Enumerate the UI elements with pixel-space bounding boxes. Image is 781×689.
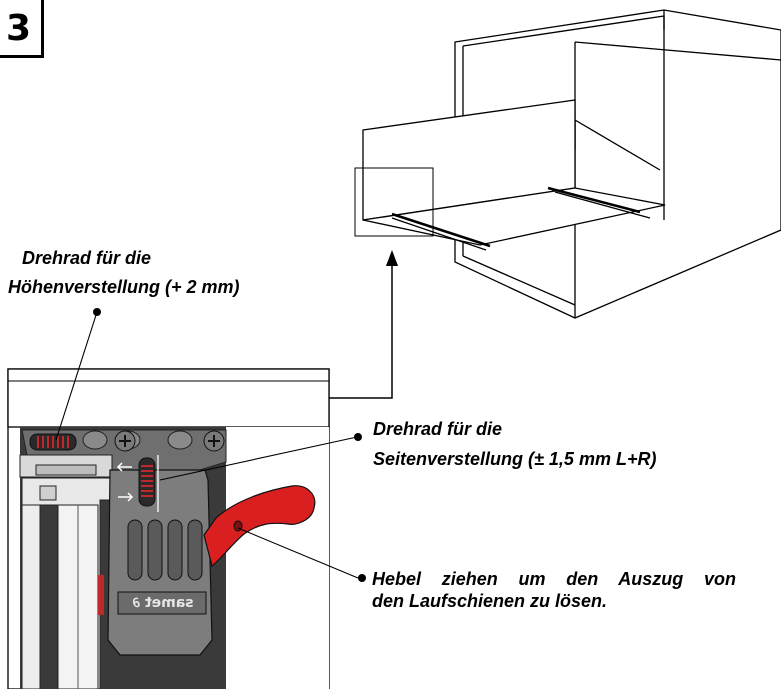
brand-logo: samet ∂ (132, 595, 194, 611)
height-wheel (29, 433, 77, 451)
screw-right (203, 430, 225, 452)
side-wheel-label-line2: Seitenverstellung (± 1,5 mm L+R) (373, 449, 657, 469)
coupling-body (107, 455, 213, 656)
detail-view (7, 368, 330, 689)
step-indicator: 3 (0, 0, 44, 58)
height-wheel-label-line1: Drehrad für die (22, 248, 152, 268)
side-wheel (138, 455, 159, 512)
callout-arrow (329, 250, 398, 399)
lever-label-line2: den Laufschienen zu lösen. (372, 591, 608, 611)
height-wheel-label-line2: Höhenverstellung (+ 2 mm) (8, 277, 240, 297)
leader-lines (55, 311, 359, 579)
lever-label-line1: Hebel ziehen um den Auszug von (372, 569, 736, 589)
leader-dots (93, 308, 366, 582)
release-lever (203, 485, 316, 568)
cabinet-drawing (354, 9, 781, 319)
runner-left (19, 454, 113, 689)
side-wheel-label-line1: Drehrad für die (373, 419, 503, 439)
screw-left (114, 430, 136, 452)
step-number: 3 (6, 8, 32, 49)
